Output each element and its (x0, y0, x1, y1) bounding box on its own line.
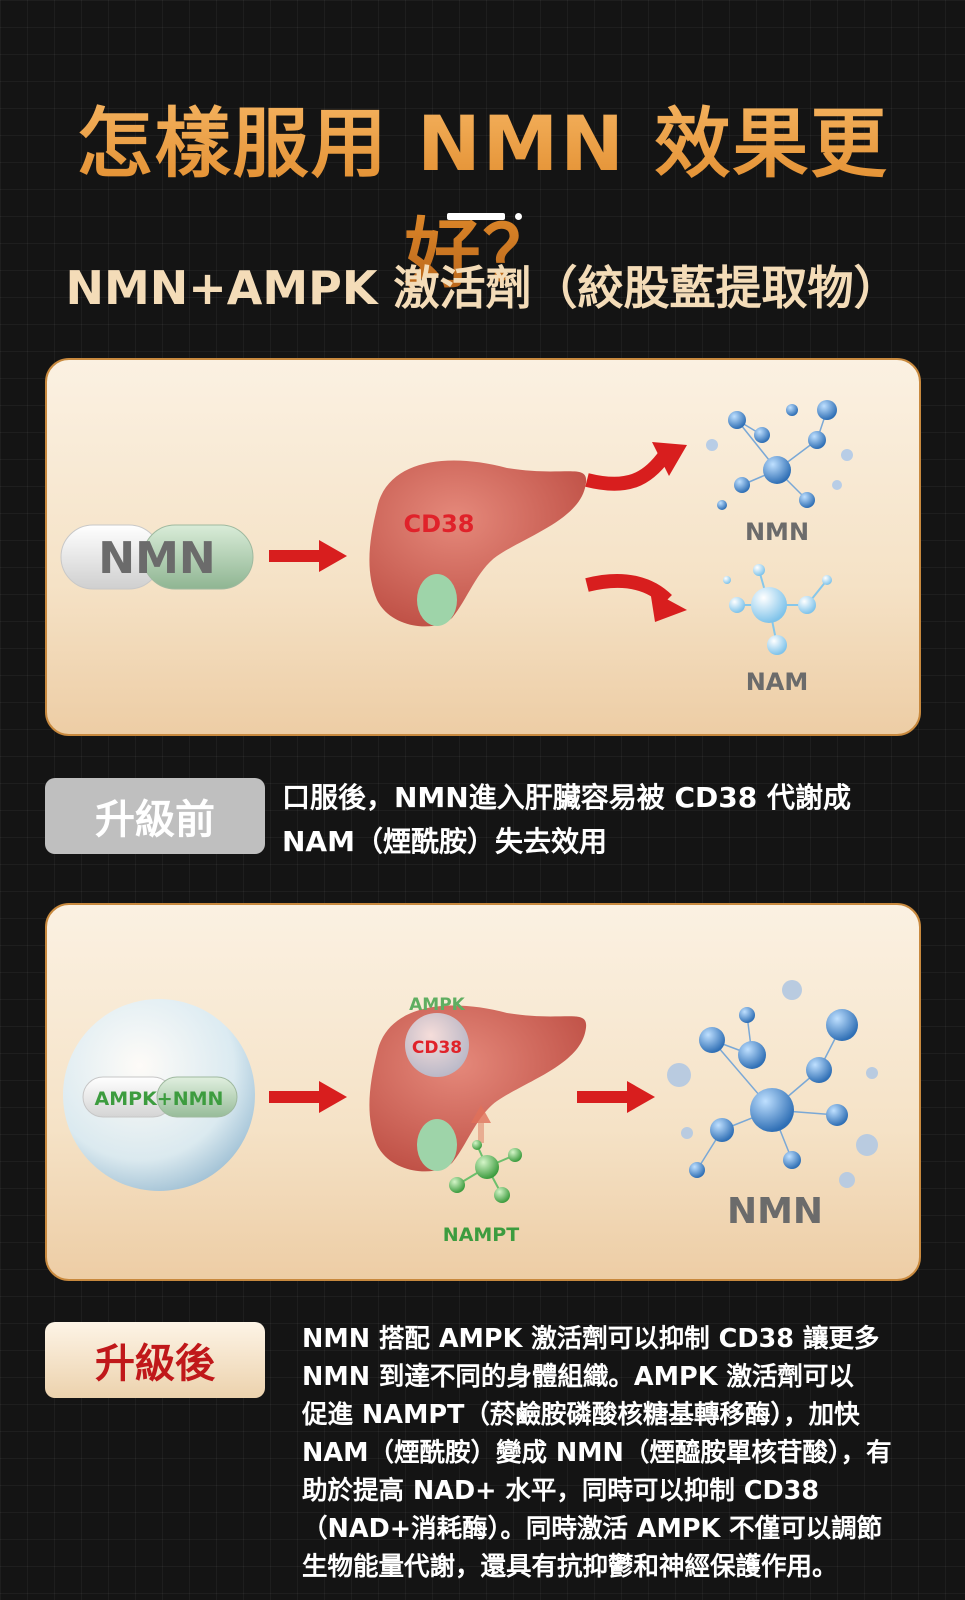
after-description-line: 促進 NAMPT（菸鹼胺磷酸核糖基轉移酶），加快 (302, 1400, 860, 1430)
after-description-line: NAM（煙酰胺）變成 NMN（煙醯胺單核苷酸），有 (302, 1438, 892, 1468)
before-upgrade-badge: 升級前 (45, 778, 265, 854)
nampt-molecule-icon (449, 1140, 522, 1203)
title-divider-dot (515, 213, 522, 220)
page-subtitle: NMN+AMPK 激活劑（絞股藍提取物） (65, 261, 900, 315)
arrow-up-icon (471, 1105, 491, 1123)
before-description-line: NAM（煙酰胺）失去效用 (282, 825, 607, 858)
arrow-right-icon (577, 1081, 655, 1113)
after-description-line: 生物能量代謝，還具有抗抑鬱和神經保護作用。 (302, 1552, 838, 1582)
nmn-molecule-icon (706, 400, 853, 510)
liver-cd38-label: CD38 (412, 1038, 462, 1058)
liver-icon: AMPK CD38 (369, 995, 587, 1172)
liver-ampk-label: AMPK (409, 995, 466, 1015)
after-description-line: 助於提高 NAD+ 水平，同時可以抑制 CD38 (302, 1476, 820, 1506)
capsule-label: NMN (98, 533, 215, 584)
after-description-line: NMN 搭配 AMPK 激活劑可以抑制 CD38 讓更多 (302, 1324, 880, 1354)
nampt-label: NAMPT (443, 1224, 519, 1246)
title-divider (447, 213, 505, 220)
output-nmn-label: NMN (745, 518, 809, 546)
arrow-head-up-icon (652, 442, 687, 476)
after-upgrade-badge: 升級後 (45, 1322, 265, 1398)
liver-cd38-label: CD38 (404, 510, 475, 538)
arrow-head-down-icon (650, 590, 687, 622)
nmn-capsule: NMN (60, 524, 254, 590)
liver-icon: CD38 (369, 460, 587, 627)
nmn-molecule-icon (667, 980, 878, 1188)
arrow-right-icon (269, 1081, 347, 1113)
output-nam-label: NAM (746, 668, 809, 696)
arrow-curve-down-icon (585, 573, 672, 606)
after-description: NMN 搭配 AMPK 激活劑可以抑制 CD38 讓更多 NMN 到達不同的身體… (302, 1320, 927, 1586)
after-description-line: （NAD+消耗酶）。同時激活 AMPK 不僅可以調節 (302, 1514, 883, 1544)
arrow-curve-up-icon (585, 450, 671, 491)
nam-molecule-icon (723, 564, 832, 655)
output-nmn-label: NMN (727, 1191, 823, 1232)
page-title: 怎樣服用 NMN 效果更好？ (0, 82, 965, 302)
arrow-right-icon (269, 540, 347, 572)
before-diagram-panel: NMN CD38 (45, 358, 921, 736)
before-description-line: 口服後，NMN進入肝臟容易被 CD38 代謝成 (282, 781, 851, 814)
capsule-label: AMPK+NMN (95, 1088, 224, 1110)
after-diagram-panel: AMPK+NMN AMPK CD38 NAMPT (45, 903, 921, 1281)
after-description-line: NMN 到達不同的身體組織。AMPK 激活劑可以 (302, 1362, 854, 1392)
before-description: 口服後，NMN進入肝臟容易被 CD38 代謝成 NAM（煙酰胺）失去效用 (282, 776, 922, 864)
ampk-nmn-capsule: AMPK+NMN (63, 999, 255, 1191)
